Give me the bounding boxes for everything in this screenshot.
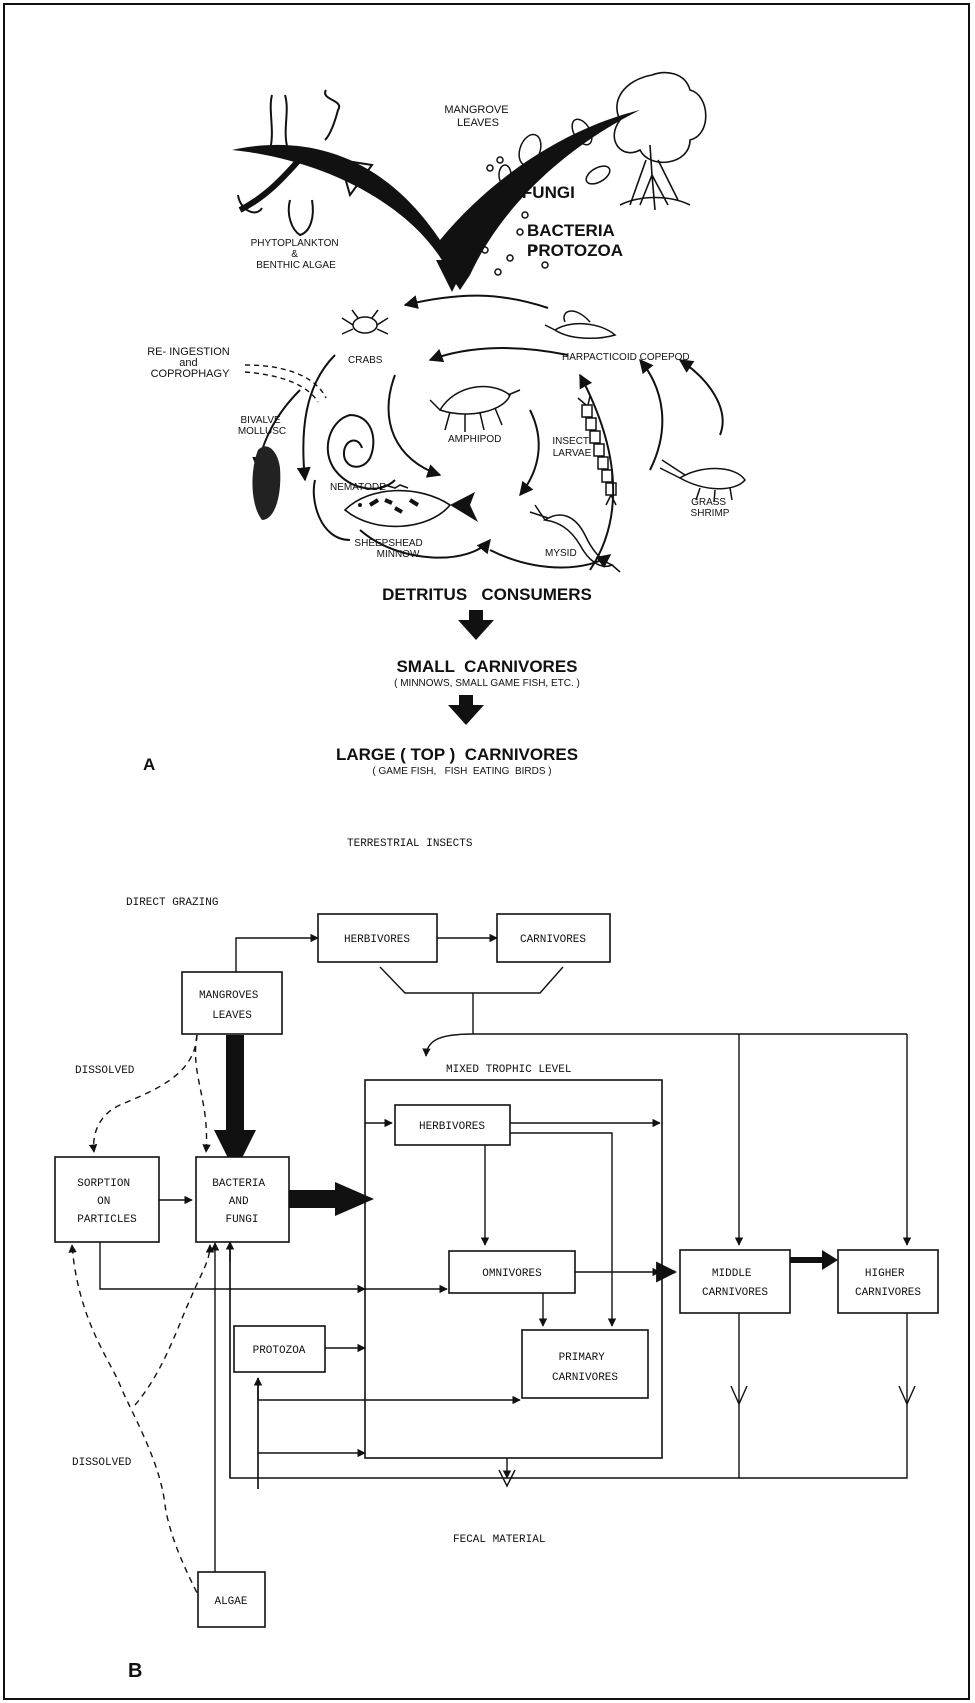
box-algae: ALGAE — [197, 1571, 266, 1628]
bacteria-to-mixed-arrow — [289, 1182, 374, 1216]
detritus-consumers-label: DETRITUS CONSUMERS — [382, 585, 592, 604]
small-carnivores-sub: ( MINNOWS, SMALL GAME FISH, ETC. ) — [394, 678, 580, 689]
panel-b: TERRESTRIAL INSECTS DIRECT GRAZING DISSO… — [54, 838, 939, 1682]
phytoplankton-label: PHYTOPLANKTON & BENTHIC ALGAE — [251, 238, 342, 271]
cycle-arrows — [252, 294, 724, 571]
box-carnivores-top: CARNIVORES — [496, 913, 611, 963]
box-bacteria-fungi: BACTERIA AND FUNGI — [195, 1156, 290, 1243]
mangrove-tree-drawing — [613, 71, 707, 211]
svg-text:HERBIVORES: HERBIVORES — [419, 1121, 485, 1133]
mangroves-to-bacteria-arrow — [214, 1035, 256, 1172]
crab-drawing — [341, 309, 389, 335]
microbes-label: +FUNGI BACTERIA PROTOZOA — [512, 183, 623, 260]
reingestion-label: RE- INGESTION and COPROPHAGY — [147, 346, 233, 380]
crabs-label: CRABS — [348, 355, 383, 366]
level-arrow-1 — [458, 610, 494, 640]
box-omnivores: OMNIVORES — [448, 1250, 576, 1294]
svg-text:ALGAE: ALGAE — [214, 1596, 247, 1608]
svg-text:BACTERIA AND F: BACTERIA AND FUNGI — [212, 1178, 271, 1226]
grass-shrimp-drawing — [659, 459, 746, 503]
small-carnivores-label: SMALL CARNIVORES — [396, 657, 577, 676]
panel-a-label: A — [143, 755, 155, 774]
mangrove-leaves-label: MANGROVE LEAVES — [444, 104, 511, 129]
dissolved-dashes — [68, 1034, 215, 1613]
mysid-label: MYSID — [545, 548, 577, 559]
copepod-drawing — [544, 310, 617, 340]
box-higher-carnivores: HIGHER CARNIVORES — [837, 1249, 939, 1314]
amphipod-label: AMPHIPOD — [448, 434, 501, 445]
panel-a: PHYTOPLANKTON & BENTHIC ALGAE MANGROVE L… — [143, 71, 746, 777]
svg-text:PROTOZOA: PROTOZOA — [253, 1345, 306, 1357]
box-middle-carnivores: MIDDLE CARNIVORES — [679, 1249, 791, 1314]
amphipod-drawing — [429, 385, 521, 432]
box-herbivores: HERBIVORES — [394, 1104, 511, 1146]
svg-text:OMNIVORES: OMNIVORES — [482, 1268, 542, 1280]
middle-to-higher-arrow — [790, 1250, 838, 1270]
detritus-flow-arrow — [232, 110, 640, 290]
svg-text:PRIMARY CARNIVORES: PRIMARY CARNIVORES — [552, 1352, 618, 1384]
nematode-label: NEMATODE — [330, 482, 386, 493]
grass-shrimp-label: GRASS SHRIMP — [691, 497, 730, 519]
box-primary-carnivores: PRIMARY CARNIVORES — [521, 1329, 649, 1399]
reingestion-dashes — [244, 364, 327, 403]
bivalve-drawing — [252, 446, 281, 520]
bivalve-label: BIVALVE MOLLUSC — [238, 415, 286, 437]
large-carnivores-label: LARGE ( TOP ) CARNIVORES — [336, 745, 578, 764]
svg-text:HERBIVORES: HERBIVORES — [344, 934, 410, 946]
level-arrow-2 — [448, 695, 484, 725]
drop-ticks — [498, 1385, 916, 1488]
svg-text:MIDDLE CARNIVORES: MIDDLE CARNIVORES — [702, 1268, 768, 1299]
dissolved-bottom-label: DISSOLVED — [72, 1457, 132, 1469]
box-protozoa: PROTOZOA — [233, 1325, 326, 1373]
large-carnivores-sub: ( GAME FISH, FISH EATING BIRDS ) — [372, 766, 551, 777]
page-border — [3, 3, 970, 1700]
svg-text:MANGROVES LEAVES: MANGROVES LEAVES — [199, 990, 265, 1022]
terrestrial-insects-label: TERRESTRIAL INSECTS — [347, 838, 473, 850]
fish-drawing — [343, 484, 478, 528]
box-herbivores-top: HERBIVORES — [317, 913, 438, 963]
nematode-drawing — [326, 413, 396, 490]
insect-larvae-drawing — [577, 395, 617, 506]
direct-grazing-label: DIRECT GRAZING — [126, 897, 218, 909]
insect-larvae-label: INSECT LARVAE — [552, 436, 591, 459]
sheepshead-label: SHEEPSHEAD MINNOW — [354, 538, 425, 560]
svg-text:HIGHER CARNIVORES: HIGHER CARNIVORES — [855, 1268, 921, 1299]
svg-text:CARNIVORES: CARNIVORES — [520, 934, 586, 946]
mixed-trophic-label: MIXED TROPHIC LEVEL — [446, 1064, 571, 1076]
box-mangroves-leaves: MANGROVES LEAVES — [181, 971, 283, 1035]
fecal-material-label: FECAL MATERIAL — [453, 1534, 545, 1546]
panel-b-label: B — [128, 1660, 142, 1682]
svg-text:SORPTION ON PA: SORPTION ON PARTICLES — [77, 1178, 137, 1226]
harpacticoid-label: HARPACTICOID COPEPOD — [562, 352, 690, 363]
box-sorption: SORPTION ON PARTICLES — [54, 1156, 160, 1243]
detritus-arrowhead — [436, 260, 468, 292]
dissolved-top-label: DISSOLVED — [75, 1065, 135, 1077]
mysid-drawing — [529, 504, 621, 573]
